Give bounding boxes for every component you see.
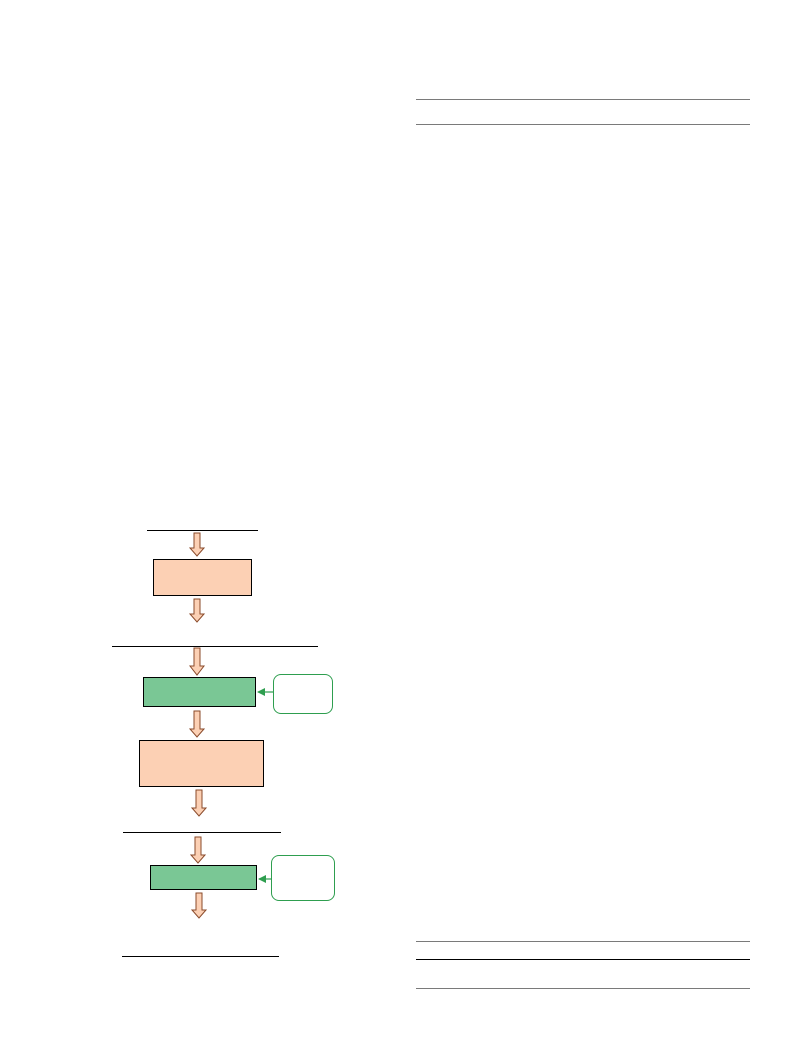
step-box-1 — [143, 677, 256, 707]
flow-arrow-2 — [188, 598, 206, 623]
table-top-rule — [416, 99, 750, 100]
flow-arrow-7 — [190, 892, 208, 919]
note-box-1 — [273, 674, 333, 714]
flow-output-line-3 — [122, 956, 279, 957]
note-box-2 — [271, 855, 335, 901]
flow-output-line-2 — [123, 832, 281, 833]
flow-arrow-3 — [188, 647, 206, 676]
table-rule-lower-1 — [416, 941, 750, 942]
table-rule-lower-2 — [416, 959, 750, 960]
flow-input-line — [147, 530, 258, 531]
table-bottom-rule — [416, 988, 750, 989]
flow-arrow-6 — [189, 836, 207, 864]
process-box-1 — [153, 559, 252, 596]
process-box-2 — [139, 740, 264, 787]
flow-arrow-5 — [190, 789, 208, 817]
step-box-2 — [150, 865, 257, 890]
flow-output-line-1 — [112, 646, 318, 647]
table-header-rule — [416, 124, 750, 125]
flow-arrow-4 — [188, 710, 206, 738]
flow-arrow-1 — [188, 532, 206, 557]
